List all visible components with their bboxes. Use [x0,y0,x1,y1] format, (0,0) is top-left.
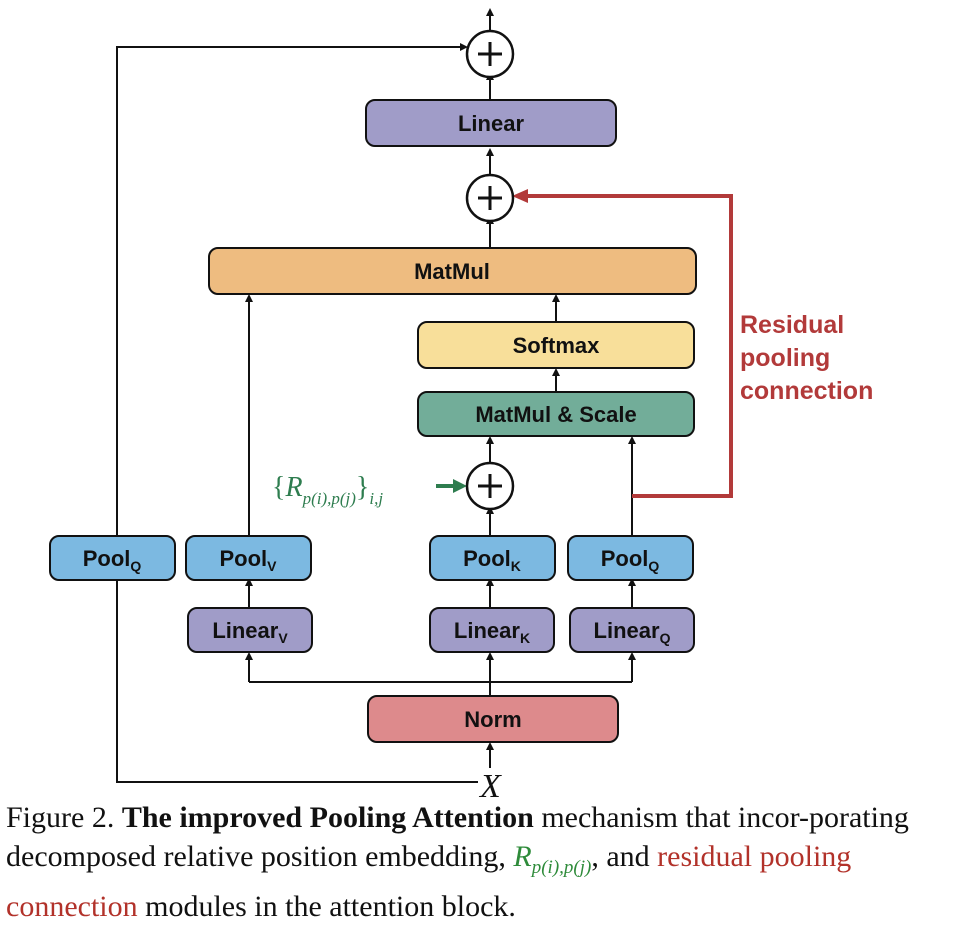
arrow-poolq-to-top-plus [116,43,468,536]
connectors [116,8,636,783]
caption-red-text: residual pooling connection [6,840,852,923]
linear-v-label: Linear [212,618,278,643]
skip-line-to-poolq [116,580,478,783]
caption-text-1: mechanism that incor-porating decomposed… [6,801,909,873]
pooling-attention-diagram: Linear MatMul Softmax MatMul & Scale Poo… [49,8,873,800]
linear-k-label: Linear [454,618,520,643]
linear-k-box: LinearK [429,607,555,653]
pool-k-box: PoolK [429,535,556,581]
matmul-label: MatMul [414,259,490,284]
rel-pos-close-brace: } [356,472,369,503]
rel-pos-R-sub: p(i),p(j) [302,489,357,508]
pool-q-left-sub: Q [130,558,141,574]
caption-figure-label: Figure 2. [6,801,115,834]
linear-top-box: Linear [365,99,617,147]
linear-q-label: Linear [594,618,660,643]
rel-pos-outer-sub: i,j [369,489,383,508]
svg-text:LinearK: LinearK [454,618,530,646]
caption-math-r: Rp(i),p(j) [513,840,591,878]
rel-pos-open-brace: { [272,472,285,503]
input-x-label: X [478,768,502,800]
matmul-scale-box: MatMul & Scale [417,391,695,437]
residual-pooling-label: Residual pooling connection [740,311,873,405]
caption-text-3: modules in the attention block. [145,890,516,923]
plus-node-middle [465,173,515,223]
svg-text:PoolK: PoolK [463,546,521,574]
linear-k-sub: K [520,630,530,646]
softmax-label: Softmax [513,333,601,358]
linear-q-sub: Q [660,630,671,646]
matmul-scale-label: MatMul & Scale [475,402,636,427]
caption-math-r-main: R [513,840,532,873]
svg-text:PoolV: PoolV [219,546,277,574]
svg-text:PoolQ: PoolQ [601,546,660,574]
matmul-box: MatMul [208,247,697,295]
norm-box: Norm [367,695,619,743]
caption-text-2: , and [591,840,650,873]
residual-label-line-1: Residual [740,311,844,339]
pool-v-box: PoolV [185,535,312,581]
linear-v-box: LinearV [187,607,313,653]
rel-pos-R: R [284,472,302,503]
relative-position-label: {Rp(i),p(j)}i,j [272,472,383,508]
pool-k-label: Pool [463,546,511,571]
norm-label: Norm [464,707,521,732]
linear-q-box: LinearQ [569,607,695,653]
pool-q-left-label: Pool [83,546,131,571]
linear-v-sub: V [278,630,288,646]
caption-math-r-sub: p(i),p(j) [531,857,592,878]
plus-node-bottom [465,461,515,511]
pool-q-right-label: Pool [601,546,649,571]
pool-q-right-sub: Q [648,558,659,574]
svg-text:LinearQ: LinearQ [594,618,671,646]
svg-text:PoolQ: PoolQ [83,546,142,574]
residual-label-line-3: connection [740,377,873,405]
pool-q-right-box: PoolQ [567,535,694,581]
svg-text:LinearV: LinearV [212,618,288,646]
softmax-box: Softmax [417,321,695,369]
pool-v-label: Pool [219,546,267,571]
plus-node-top [465,29,515,79]
residual-label-line-2: pooling [740,344,830,372]
residual-connection-arrow [512,189,733,498]
linear-top-label: Linear [458,111,524,136]
pool-q-left-box: PoolQ [49,535,176,581]
caption-bold-title: The improved Pooling Attention [121,801,534,834]
figure-caption: Figure 2. The improved Pooling Attention… [6,798,951,926]
pool-k-sub: K [511,558,521,574]
pool-v-sub: V [267,558,277,574]
